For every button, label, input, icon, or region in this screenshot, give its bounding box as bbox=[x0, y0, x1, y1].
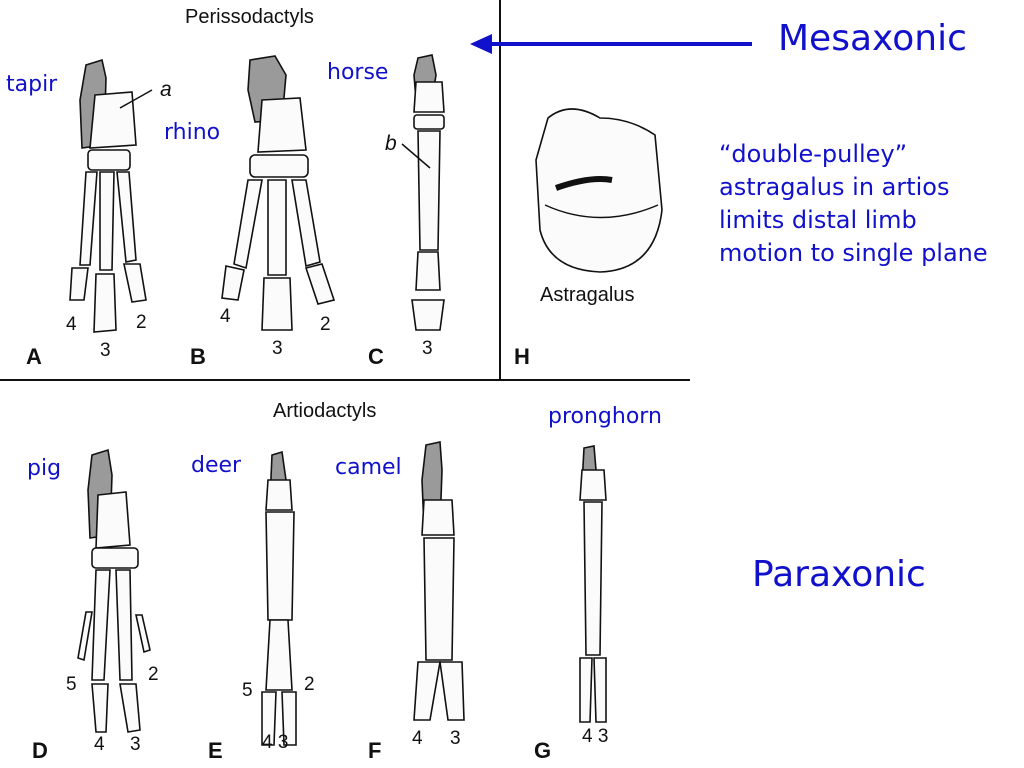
panel-letter-c: C bbox=[368, 344, 384, 369]
paraxonic-label: Paraxonic bbox=[752, 554, 926, 595]
foot-tapir bbox=[69, 58, 147, 333]
mesaxonic-label: Mesaxonic bbox=[778, 18, 967, 59]
panel-letter-f: F bbox=[368, 738, 382, 763]
label-pronghorn: pronghorn bbox=[548, 404, 662, 429]
panel-letter-d: D bbox=[32, 738, 48, 763]
digit-label: 2 bbox=[320, 314, 331, 335]
pointer-b-label: b bbox=[385, 132, 397, 155]
label-rhino: rhino bbox=[164, 120, 221, 145]
foot-pronghorn bbox=[579, 445, 607, 723]
panel-letter-h: H bbox=[514, 344, 530, 369]
heading-astragalus: Astragalus bbox=[540, 284, 635, 306]
digit-label: 5 bbox=[242, 680, 253, 701]
digit-label: 4 bbox=[412, 728, 423, 749]
panel-letter-b: B bbox=[190, 344, 206, 369]
pointer-a-label: a bbox=[160, 78, 172, 101]
digit-label: 4 bbox=[220, 306, 231, 327]
note-line-3: limits distal limb bbox=[719, 206, 917, 234]
digit-label: 2 bbox=[136, 312, 147, 333]
foot-camel bbox=[413, 441, 465, 721]
label-deer: deer bbox=[191, 453, 242, 478]
digit-label: 3 bbox=[100, 340, 111, 361]
heading-artiodactyls: Artiodactyls bbox=[273, 400, 377, 422]
heading-perissodactyls: Perissodactyls bbox=[185, 6, 314, 28]
panel-letter-g: G bbox=[534, 738, 552, 763]
digit-label: 3 bbox=[130, 734, 141, 755]
astragalus-note: “double-pulley” astragalus in artios lim… bbox=[719, 138, 988, 270]
label-pig: pig bbox=[27, 456, 62, 481]
panel-letter-a: A bbox=[26, 344, 42, 369]
digit-label: 2 bbox=[148, 664, 159, 685]
pointer-a-line bbox=[119, 89, 153, 109]
note-line-4: motion to single plane bbox=[719, 239, 988, 267]
pointer-b-line bbox=[401, 143, 431, 169]
note-line-2: astragalus in artios bbox=[719, 173, 950, 201]
label-horse: horse bbox=[327, 60, 389, 85]
digit-label: 5 bbox=[66, 674, 77, 695]
digit-label: 2 bbox=[304, 674, 315, 695]
digit-label: 3 bbox=[272, 338, 283, 359]
foot-horse bbox=[411, 54, 445, 331]
panel-letter-e: E bbox=[208, 738, 223, 763]
digit-label: 4 3 bbox=[582, 726, 609, 747]
foot-deer bbox=[261, 450, 297, 746]
note-line-1: “double-pulley” bbox=[719, 140, 908, 168]
digit-label: 3 bbox=[450, 728, 461, 749]
astragalus-bone bbox=[535, 108, 663, 273]
foot-pig bbox=[77, 448, 151, 733]
digit-label: 4 bbox=[94, 734, 105, 755]
digit-label: 4 bbox=[66, 314, 77, 335]
mesaxonic-arrow bbox=[470, 34, 752, 54]
digit-label: 3 bbox=[422, 338, 433, 359]
foot-rhino bbox=[221, 55, 336, 331]
label-tapir: tapir bbox=[6, 72, 58, 97]
digit-label: 4 3 bbox=[262, 732, 289, 753]
label-camel: camel bbox=[335, 455, 402, 480]
